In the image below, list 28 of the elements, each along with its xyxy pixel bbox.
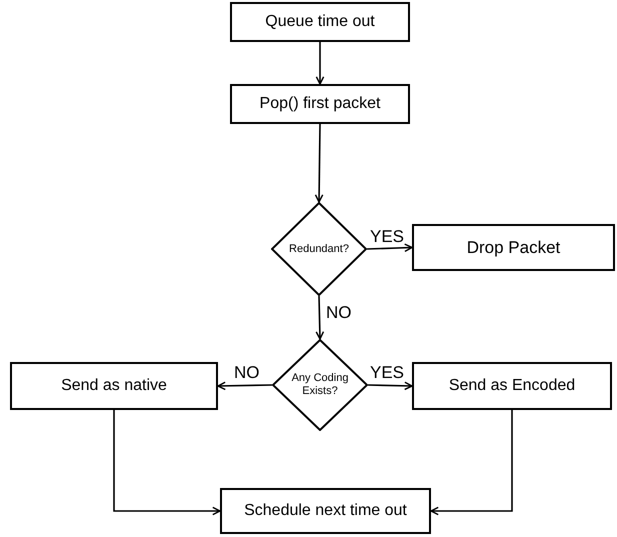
process-box	[230, 2, 410, 42]
process-box	[220, 488, 431, 534]
node-label: Queue time out	[265, 12, 375, 32]
node-label: Pop() first packet	[260, 94, 380, 114]
node-label: Redundant?	[289, 242, 349, 257]
arrow	[113, 410, 221, 516]
decision-diamond	[271, 202, 367, 296]
arrow	[366, 243, 413, 252]
node-label: Schedule next time out	[244, 501, 407, 521]
arrow	[316, 296, 324, 340]
edge-label: YES	[370, 364, 404, 381]
node-label: Send as native	[61, 376, 167, 396]
edge-label: NO	[326, 304, 352, 321]
edge-label: YES	[370, 228, 404, 245]
arrow	[430, 410, 513, 516]
edge-label: NO	[234, 364, 260, 381]
process-box	[412, 224, 615, 271]
process-box	[230, 84, 410, 124]
process-box	[10, 362, 218, 410]
decision-diamond	[272, 339, 368, 431]
process-box	[412, 362, 612, 410]
arrow	[316, 42, 324, 85]
arrow	[368, 382, 413, 390]
node-label: Drop Packet	[466, 236, 560, 259]
arrow	[217, 382, 272, 390]
node-label: Any Coding Exists?	[290, 372, 350, 398]
node-label: Send as Encoded	[448, 376, 576, 396]
arrow	[314, 124, 324, 203]
